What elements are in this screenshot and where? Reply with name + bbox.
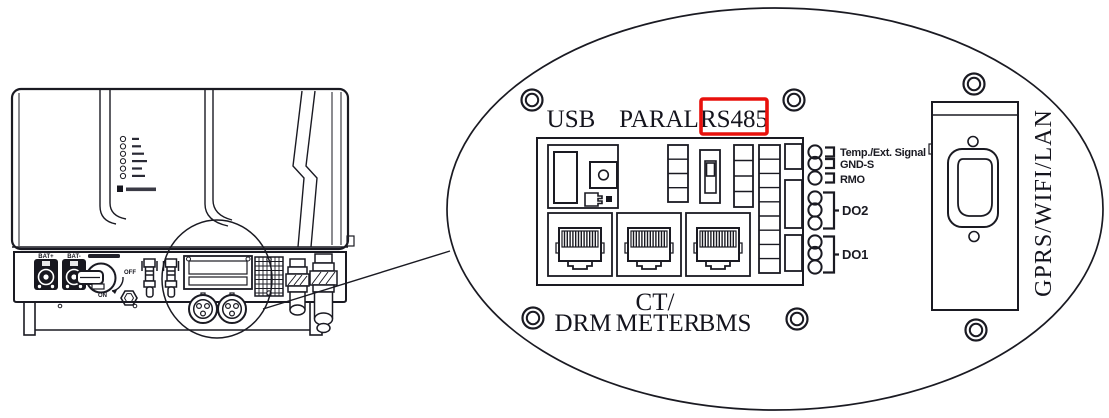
signal-terminal-column — [758, 144, 781, 274]
pv-switch-label-illegible — [88, 254, 120, 258]
usb-socket — [553, 151, 578, 204]
comms-panel — [183, 255, 253, 324]
gprs-wifi-lan-module — [928, 101, 1019, 311]
pv-connector-1 — [141, 258, 158, 298]
paral-port-label: PARAL — [619, 106, 699, 133]
paral-terminal-column — [667, 144, 689, 203]
led-labels-illegible — [132, 137, 147, 177]
rs485-highlight-box — [699, 97, 769, 136]
usb-port-label: USB — [547, 106, 596, 133]
breather-vent — [120, 290, 138, 306]
callout-circle — [161, 219, 273, 339]
round-connector-2 — [217, 292, 247, 324]
do1-label: DO1 — [842, 247, 868, 262]
bat-minus-label: BAT- — [67, 254, 81, 260]
callout-leader-line — [262, 250, 451, 310]
mounting-leg-left — [23, 301, 36, 336]
bms-label: BMS — [699, 310, 752, 337]
bottom-tray — [13, 251, 347, 303]
heatsink-edge — [292, 90, 305, 248]
plug-icon — [584, 192, 612, 207]
magnifier-ellipse — [446, 7, 1104, 411]
brand-logo — [117, 185, 156, 192]
vent-grille — [254, 256, 284, 297]
screw-top-left — [520, 88, 544, 112]
meter-label: METER — [616, 310, 701, 337]
cable-gland-1 — [285, 258, 310, 316]
terminal-strips — [784, 143, 803, 272]
inverter-device: BAT+ BAT- OFF ON — [10, 87, 451, 339]
usb-section — [547, 144, 619, 209]
bat-plus-label: BAT+ — [38, 254, 54, 260]
cover-seam-center — [204, 90, 229, 227]
bracket-do1 — [823, 235, 839, 274]
rs485-terminal-column — [733, 144, 754, 208]
round-connector-1 — [188, 292, 218, 324]
rmo-label: RMO — [840, 174, 866, 186]
bracket-do2 — [823, 191, 839, 230]
pv-connector-2 — [162, 258, 180, 298]
round-button — [589, 161, 618, 189]
gprs-wifi-lan-label: GPRS/WIFI/LAN — [1031, 109, 1057, 297]
dip-switch — [699, 149, 721, 204]
switch-on-label: ON — [98, 293, 107, 299]
cable-gland-2 — [309, 253, 338, 334]
led-indicator-panel — [119, 135, 147, 180]
gnd-s-label: GND-S — [840, 159, 874, 171]
cover-seam-left — [99, 90, 117, 225]
ct-label: CT/ — [636, 289, 675, 316]
terminal-pins — [807, 144, 823, 275]
battery-connector-plus — [34, 259, 58, 290]
connector-block — [536, 137, 804, 286]
screw-module-bottom — [964, 318, 988, 342]
do2-label: DO2 — [842, 203, 868, 218]
pv-switch — [76, 262, 117, 294]
rotation-arrow — [111, 276, 124, 292]
db9-connector — [947, 135, 999, 243]
screw-bottom-middle — [785, 307, 809, 331]
inverter-body — [10, 87, 350, 251]
temp-ext-signal-label: Temp./Ext. Signal — [840, 147, 926, 159]
side-clip — [346, 235, 355, 247]
drm-label: DRM — [555, 310, 612, 337]
switch-off-label: OFF — [124, 270, 136, 276]
screw-top-middle — [782, 88, 806, 112]
screw-module-top — [962, 72, 986, 96]
rs485-port-label: RS485 — [700, 106, 768, 133]
magnified-ports-view: USB PARAL RS485 — [446, 7, 1104, 411]
screw-bottom-left — [521, 306, 545, 330]
